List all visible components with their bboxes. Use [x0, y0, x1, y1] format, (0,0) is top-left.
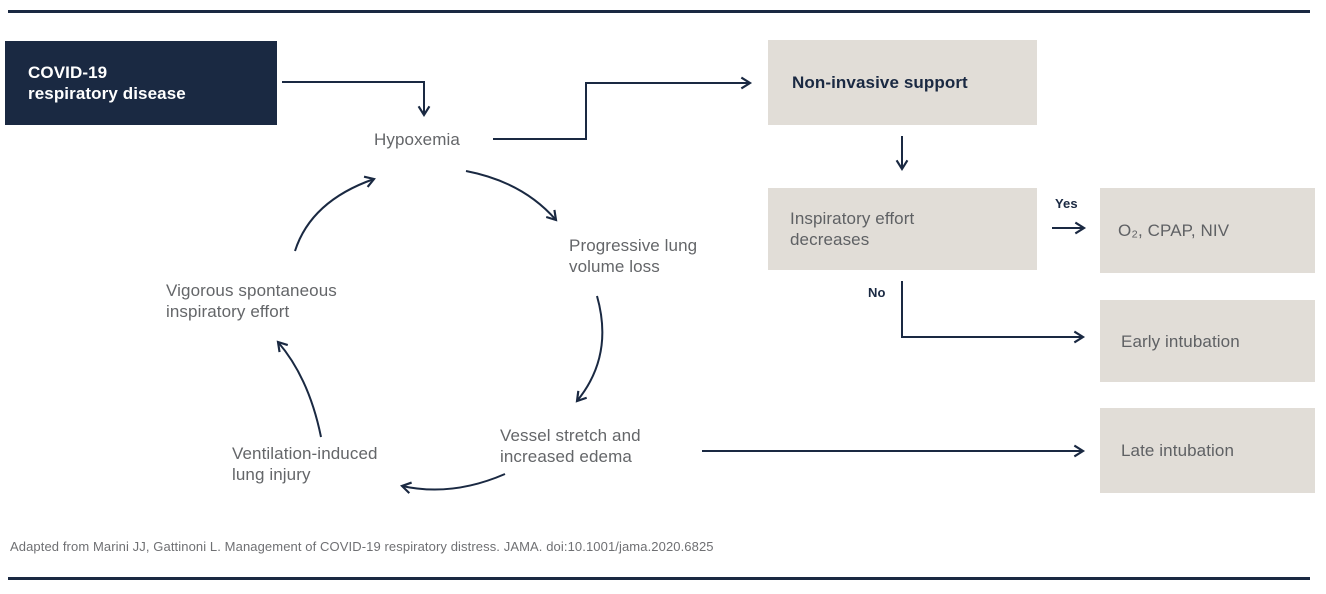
arrow-covid-to-hypoxemia	[282, 81, 431, 118]
node-o2-label: O₂, CPAP, NIV	[1118, 221, 1230, 240]
source-citation: Adapted from Marini JJ, Gattinoni L. Man…	[10, 539, 714, 554]
node-inspiratory-line1: Inspiratory effort	[790, 209, 915, 228]
arc-vigorous-to-hypoxemia	[294, 175, 376, 252]
top-rule	[8, 10, 1310, 13]
cycle-label-progressive-line1: Progressive lung	[569, 236, 698, 255]
node-noninvasive-label: Non-invasive support	[792, 73, 968, 92]
arc-ventilation-to-vigorous	[276, 340, 322, 438]
cycle-label-hypoxemia: Hypoxemia	[374, 130, 460, 149]
cycle-label-vigorous-line2: inspiratory effort	[166, 302, 290, 321]
cycle-label-progressive-lung-volume-loss: Progressive lung volume loss	[569, 235, 697, 277]
node-early-intubation: Early intubation	[1100, 300, 1315, 382]
arrow-no-to-early-intubation	[901, 281, 1086, 344]
cycle-label-ventilation-line1: Ventilation-induced	[232, 444, 378, 463]
cycle-label-ventilation-line2: lung injury	[232, 465, 311, 484]
cycle-label-progressive-line2: volume loss	[569, 257, 660, 276]
node-inspiratory-effort-decreases: Inspiratory effort decreases	[768, 188, 1037, 270]
node-inspiratory-line2: decreases	[790, 230, 870, 249]
arc-progressive-to-vessel	[575, 295, 604, 403]
node-o2-cpap-niv: O₂, CPAP, NIV	[1100, 188, 1315, 273]
node-covid-line1: COVID-19	[28, 63, 108, 82]
cycle-label-vessel-stretch-edema: Vessel stretch and increased edema	[500, 425, 641, 467]
cycle-label-vessel-line1: Vessel stretch and	[500, 426, 641, 445]
branch-label-no: No	[868, 285, 886, 300]
node-late-label: Late intubation	[1121, 441, 1235, 460]
node-early-label: Early intubation	[1121, 331, 1240, 351]
node-covid-line2: respiratory disease	[28, 84, 186, 103]
node-non-invasive-support: Non-invasive support	[768, 40, 1037, 125]
cycle-label-ventilation-induced-lung-injury: Ventilation-induced lung injury	[232, 443, 378, 485]
cycle-label-vessel-line2: increased edema	[500, 447, 632, 466]
arc-vessel-to-ventilation	[400, 473, 506, 494]
cycle-label-vigorous-inspiratory-effort: Vigorous spontaneous inspiratory effort	[166, 280, 337, 322]
cycle-label-vigorous-line1: Vigorous spontaneous	[166, 281, 337, 300]
node-late-intubation: Late intubation	[1100, 408, 1315, 493]
node-covid-respiratory-disease: COVID-19 respiratory disease	[5, 41, 277, 125]
branch-label-yes: Yes	[1055, 196, 1078, 211]
bottom-rule	[8, 577, 1310, 580]
arrow-hypoxemia-to-noninvasive	[493, 76, 753, 140]
arc-hypoxemia-to-progressive	[465, 170, 558, 222]
